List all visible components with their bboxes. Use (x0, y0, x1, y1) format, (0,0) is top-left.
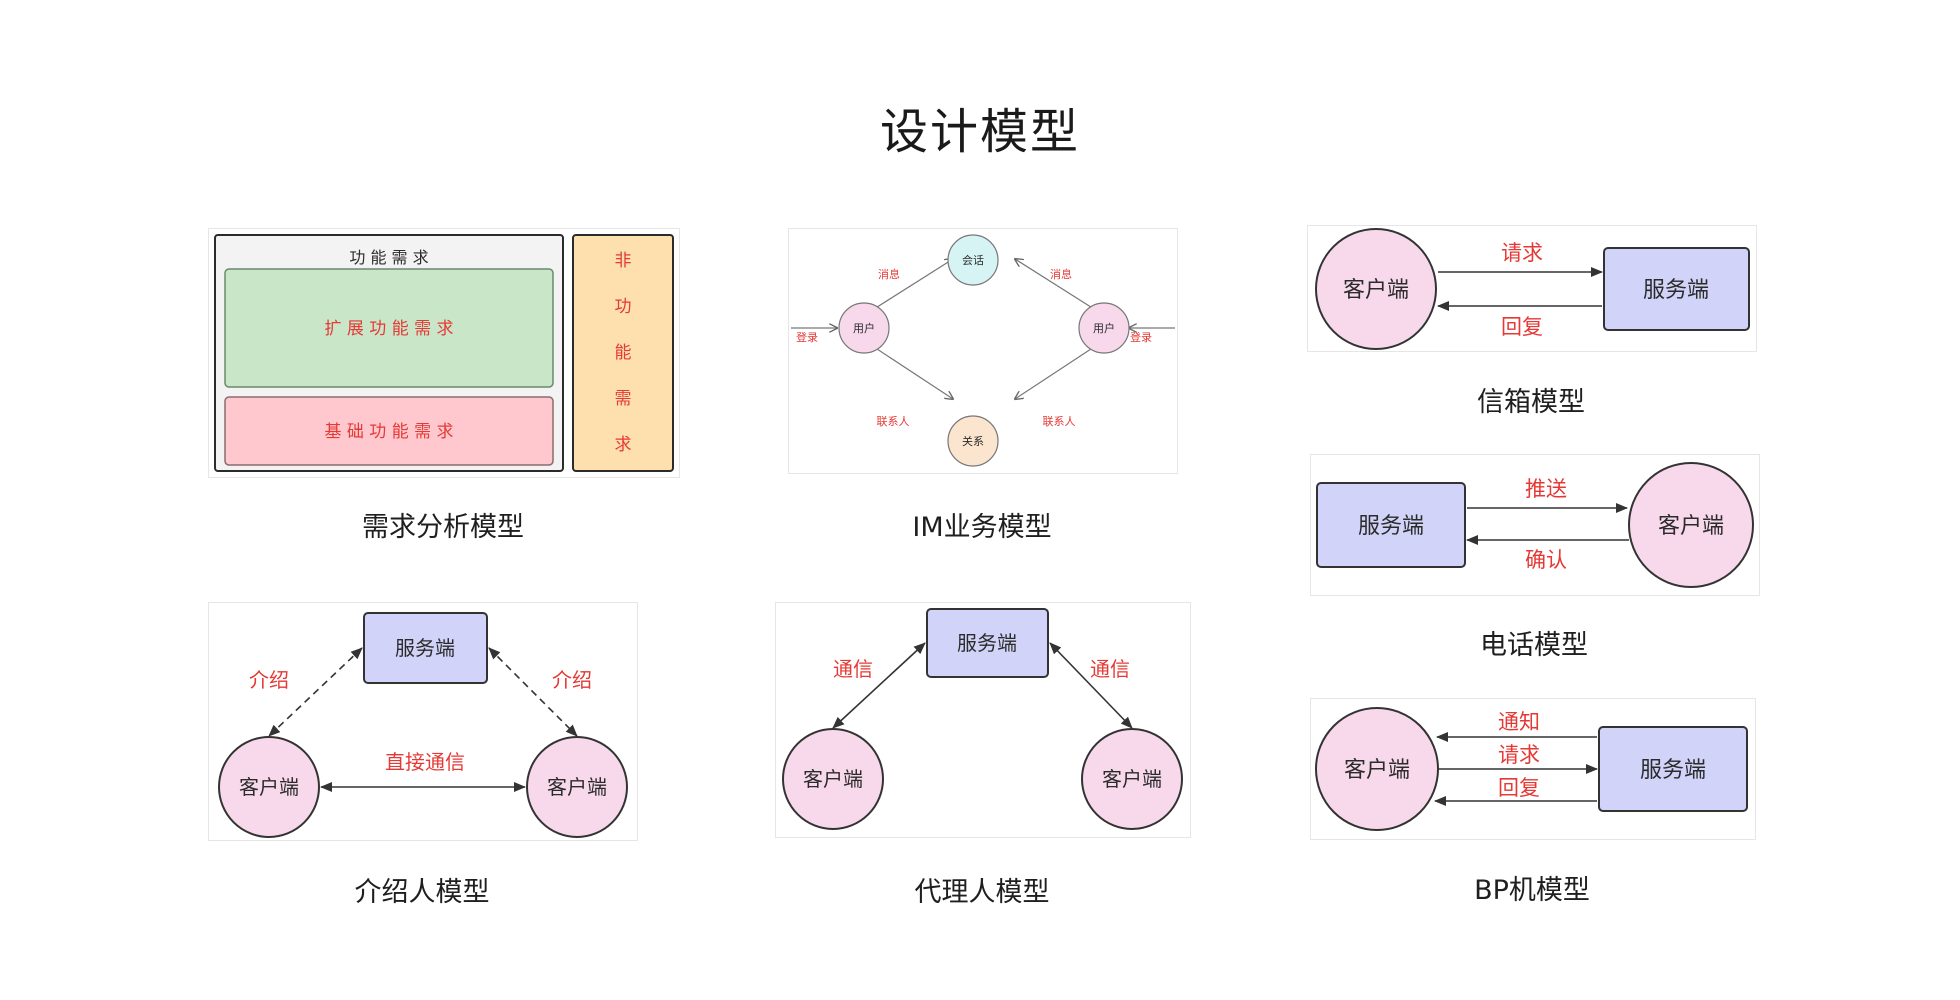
bp-caption: BP机模型 (1474, 875, 1590, 906)
mailbox-diagram: 客户端 服务端 请求 回复 (1307, 225, 1757, 352)
session-node (947, 234, 999, 286)
client-left-node (782, 728, 884, 830)
phone-caption: 电话模型 (1480, 630, 1588, 661)
relation-label: 关系 (962, 434, 984, 448)
client-left-label: 客户端 (803, 767, 863, 791)
user-left-label: 用户 (853, 321, 875, 335)
mailbox-caption: 信箱模型 (1477, 387, 1585, 418)
comm-right-arrow (1049, 642, 1133, 729)
phone-diagram: 服务端 客户端 推送 确认 (1310, 454, 1760, 596)
requirements-caption: 需求分析模型 (362, 512, 524, 543)
page-title: 设计模型 (879, 104, 1080, 160)
contact-left-label: 联系人 (877, 415, 910, 428)
edge-user-right-to-relation (1015, 346, 1095, 399)
introducer-diagram: 服务端 客户端 客户端 介绍 介绍 直接通信 (208, 602, 638, 841)
requirements-svg: 功 能 需 求 扩 展 功 能 需 求 基 础 功 能 需 求 非 功 能 需 … (214, 234, 674, 472)
edge-user-left-to-session (873, 259, 953, 310)
introducer-caption: 介绍人模型 (354, 877, 490, 908)
comm-right-label: 通信 (1090, 657, 1130, 681)
extended-label: 扩 展 功 能 需 求 (324, 319, 453, 339)
server-label: 服务端 (1640, 758, 1706, 783)
edge-user-right-to-session (1015, 259, 1095, 310)
relation-node (947, 415, 999, 467)
server-node (1603, 247, 1750, 331)
intro-left-label: 介绍 (249, 668, 289, 692)
intro-right-arrow (488, 647, 578, 737)
server-node (1598, 726, 1748, 812)
user-left-node (838, 302, 890, 354)
message-right-label: 消息 (1050, 267, 1072, 281)
server-node (363, 612, 488, 684)
server-label: 服务端 (395, 636, 455, 660)
client-label: 客户端 (1344, 758, 1410, 783)
login-left-label: 登录 (796, 330, 818, 344)
proxy-svg: 服务端 客户端 客户端 通信 通信 (782, 608, 1183, 830)
bp-diagram: 客户端 服务端 通知 请求 回复 (1310, 698, 1756, 840)
client-node (1315, 228, 1437, 350)
nonfunctional-box (572, 234, 674, 472)
reply-label: 回复 (1501, 315, 1543, 339)
edge-user-left-to-relation (873, 346, 953, 399)
phone-svg: 服务端 客户端 推送 确认 (1316, 462, 1754, 588)
extended-box (224, 268, 554, 388)
client-label: 客户端 (1343, 278, 1409, 303)
comm-left-arrow (832, 642, 926, 729)
nonfunctional-char: 非 (615, 251, 632, 271)
introducer-svg: 服务端 客户端 客户端 介绍 介绍 直接通信 (218, 612, 628, 838)
reply-label: 回复 (1498, 776, 1540, 800)
notify-label: 通知 (1498, 710, 1540, 734)
nonfunctional-char: 求 (615, 435, 632, 455)
direct-label: 直接通信 (385, 750, 465, 774)
session-label: 会话 (962, 254, 984, 267)
client-right-node (1081, 728, 1183, 830)
intro-right-label: 介绍 (552, 668, 592, 692)
server-node (926, 608, 1049, 678)
im-svg: 会话 关系 用户 用户 消息 消息 登录 登录 联系人 联系人 (791, 234, 1175, 467)
mailbox-svg: 客户端 服务端 请求 回复 (1315, 228, 1750, 350)
nonfunctional-char: 功 (615, 297, 632, 317)
client-left-label: 客户端 (239, 775, 299, 799)
request-label: 请求 (1498, 743, 1540, 767)
proxy-diagram: 服务端 客户端 客户端 通信 通信 (775, 602, 1191, 838)
server-label: 服务端 (1643, 278, 1709, 303)
client-right-node (526, 736, 628, 838)
comm-left-label: 通信 (833, 657, 873, 681)
client-left-node (218, 736, 320, 838)
client-right-label: 客户端 (547, 775, 607, 799)
login-right-label: 登录 (1130, 330, 1152, 344)
nonfunctional-char: 需 (615, 389, 632, 409)
confirm-label: 确认 (1525, 548, 1567, 572)
requirements-diagram: 功 能 需 求 扩 展 功 能 需 求 基 础 功 能 需 求 非 功 能 需 … (208, 228, 680, 478)
client-label: 客户端 (1658, 514, 1724, 539)
functional-label: 功 能 需 求 (349, 248, 428, 267)
request-label: 请求 (1501, 241, 1543, 265)
im-diagram: 会话 关系 用户 用户 消息 消息 登录 登录 联系人 联系人 (788, 228, 1178, 474)
basic-label: 基 础 功 能 需 求 (324, 422, 453, 442)
server-label: 服务端 (1358, 514, 1424, 539)
user-right-label: 用户 (1093, 321, 1115, 335)
bp-svg: 客户端 服务端 通知 请求 回复 (1315, 707, 1748, 831)
message-left-label: 消息 (878, 267, 900, 281)
contact-right-label: 联系人 (1043, 415, 1076, 428)
basic-box (224, 396, 554, 466)
push-label: 推送 (1525, 477, 1567, 501)
client-node (1628, 462, 1754, 588)
intro-left-arrow (268, 647, 363, 737)
client-right-label: 客户端 (1102, 767, 1162, 791)
user-right-node (1078, 302, 1130, 354)
nonfunctional-char: 能 (615, 343, 632, 363)
server-node (1316, 482, 1466, 568)
proxy-caption: 代理人模型 (914, 877, 1050, 908)
server-label: 服务端 (957, 631, 1017, 655)
im-caption: IM业务模型 (912, 512, 1052, 543)
